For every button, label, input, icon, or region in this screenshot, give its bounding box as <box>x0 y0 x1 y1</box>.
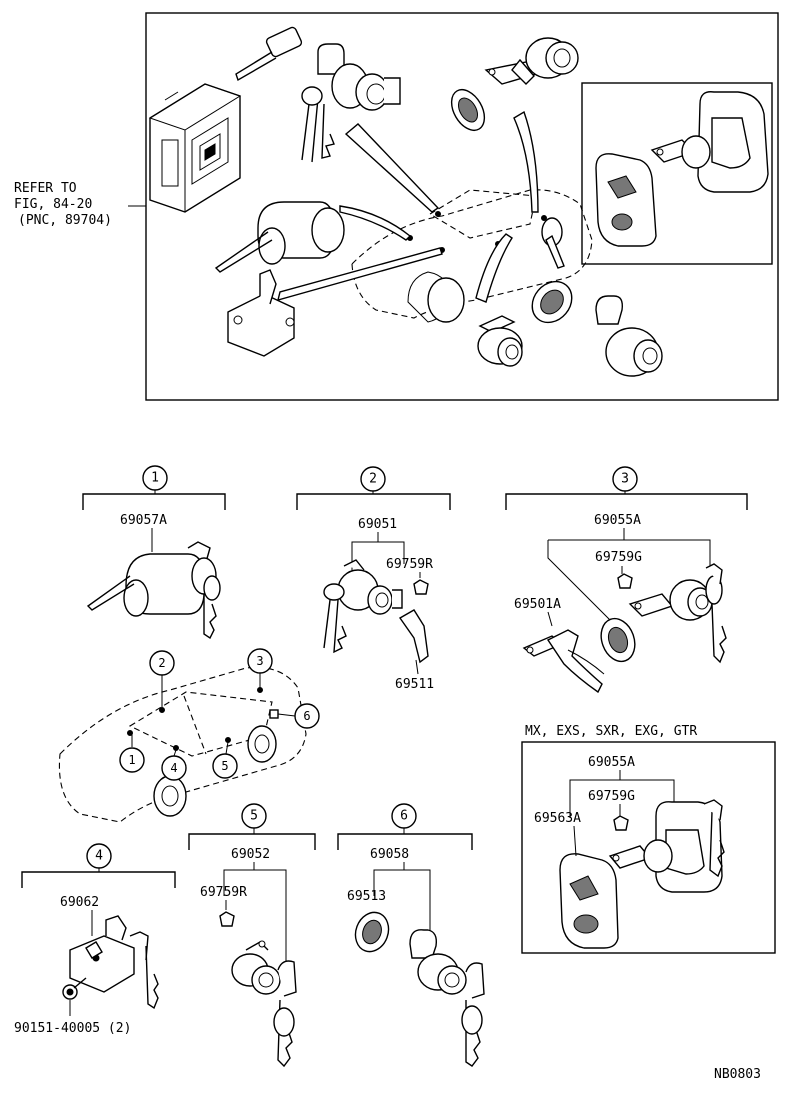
overview-panel: REFER TO FIG, 84-20 (PNC, 89704) <box>14 12 779 401</box>
group-6-bracket <box>337 833 473 850</box>
gasket-ring-bottom <box>531 280 573 324</box>
car-callout-2-number: 2 <box>158 656 165 670</box>
part-69513-label[interactable]: 69513 <box>347 889 386 904</box>
group-6-number: 6 <box>400 809 408 824</box>
refer-note: REFER TO FIG, 84-20 (PNC, 89704) <box>14 181 146 228</box>
group-1: 1 69057A <box>82 465 226 640</box>
part-69759G-label-variant[interactable]: 69759G <box>588 789 635 804</box>
group-4-badge[interactable]: 4 <box>86 843 112 869</box>
trunk-cylinder-g6-illustration <box>409 929 485 1067</box>
variant-group: MX, EXS, SXR, EXG, GTR 69055A 69759G 695… <box>521 724 776 954</box>
group-5-number: 5 <box>250 809 258 824</box>
part-69055A-label-g3[interactable]: 69055A <box>594 513 641 528</box>
bolt-90151-illustration <box>62 977 87 1000</box>
door-lock-g3-illustration <box>617 563 727 664</box>
key-illustration <box>235 26 303 82</box>
group-3-bracket <box>505 493 748 510</box>
outside-lock-top <box>484 37 579 85</box>
part-69511-label[interactable]: 69511 <box>395 677 434 692</box>
refer-note-line3: (PNC, 89704) <box>18 213 112 228</box>
car-callout-4-number: 4 <box>170 761 177 775</box>
group-1-badge[interactable]: 1 <box>142 465 168 491</box>
variant-frame <box>521 741 776 954</box>
group-5: 5 69052 69759R <box>188 803 316 1068</box>
refer-note-line2: FIG, 84-20 <box>14 197 92 212</box>
figure-code: NB0803 <box>714 1067 761 1082</box>
part-69058-label[interactable]: 69058 <box>370 847 409 862</box>
part-69501A-label[interactable]: 69501A <box>514 597 561 612</box>
variant-lock-illustration <box>608 799 725 893</box>
group-3-number: 3 <box>621 472 629 487</box>
car-callout-diagram: 1 2 3 4 5 6 <box>58 648 320 823</box>
ignition-cylinder-top <box>214 201 345 273</box>
group-1-bracket <box>82 493 226 510</box>
car-callout-3-number: 3 <box>256 654 263 668</box>
group-5-badge[interactable]: 5 <box>241 803 267 829</box>
door-cylinder-g5-illustration <box>219 911 297 1068</box>
part-69759R-label-g2[interactable]: 69759R <box>386 557 433 572</box>
car-callout-6[interactable]: 6 <box>277 703 320 729</box>
car-callout-2[interactable]: 2 <box>149 650 175 708</box>
door-lock-cylinder-top <box>301 43 401 163</box>
group-2-badge[interactable]: 2 <box>360 466 386 492</box>
car-callout-5-number: 5 <box>221 759 228 773</box>
ecu-box-illustration <box>148 83 242 213</box>
part-69052-label[interactable]: 69052 <box>231 847 270 862</box>
car-callout-4[interactable]: 4 <box>161 749 187 781</box>
car-callout-1[interactable]: 1 <box>119 734 145 773</box>
refer-note-line1: REFER TO <box>14 181 77 196</box>
latch-assembly-top <box>227 269 295 357</box>
part-69051-label[interactable]: 69051 <box>358 517 397 532</box>
rod-assembly-g3-illustration <box>522 629 605 694</box>
trunk-lock-cylinder-top <box>595 295 663 377</box>
group-2: 2 69051 69759R 69511 <box>296 466 451 692</box>
group-6-badge[interactable]: 6 <box>391 803 417 829</box>
part-69563A-label[interactable]: 69563A <box>534 811 581 826</box>
part-90151-40005-label[interactable]: 90151-40005 (2) <box>14 1021 131 1036</box>
group-3-badge[interactable]: 3 <box>612 466 638 492</box>
car-callout-1-number: 1 <box>128 753 135 767</box>
part-69759R-label-g5[interactable]: 69759R <box>200 885 247 900</box>
part-69057A-label[interactable]: 69057A <box>120 513 167 528</box>
part-69759G-label-g3[interactable]: 69759G <box>595 550 642 565</box>
car-callout-6-number: 6 <box>303 709 310 723</box>
part-69062-label[interactable]: 69062 <box>60 895 99 910</box>
overview-inset <box>581 82 773 265</box>
gasket-g3-illustration <box>600 617 636 663</box>
group-1-number: 1 <box>151 471 159 486</box>
group-4-number: 4 <box>95 849 103 864</box>
group-6: 6 69058 69513 <box>337 803 485 1067</box>
group-2-bracket <box>296 493 451 510</box>
door-lock-cylinder-bottom <box>477 315 523 367</box>
group-4-bracket <box>21 871 176 888</box>
gasket-ring-top <box>450 89 486 131</box>
car-silhouette-top <box>351 189 593 323</box>
ignition-cylinder-illustration <box>86 541 221 640</box>
car-callout-5[interactable]: 5 <box>212 741 238 779</box>
group-4: 4 69062 90151-40005 (2) <box>14 843 176 1036</box>
variant-label: MX, EXS, SXR, EXG, GTR <box>525 724 697 739</box>
group-3: 3 69055A 69759G 69501A <box>505 466 748 694</box>
inset-frame <box>581 82 773 265</box>
group-5-bracket <box>188 833 316 850</box>
gasket-g6-illustration <box>354 911 390 953</box>
part-69055A-label-variant[interactable]: 69055A <box>588 755 635 770</box>
latch-g4-illustration <box>69 915 159 1010</box>
leader-ribbons-top <box>277 110 565 303</box>
door-cylinder-g2-illustration <box>323 559 429 675</box>
variant-cover-illustration <box>559 825 619 949</box>
car-callout-3[interactable]: 3 <box>247 648 273 688</box>
group-2-number: 2 <box>369 472 377 487</box>
